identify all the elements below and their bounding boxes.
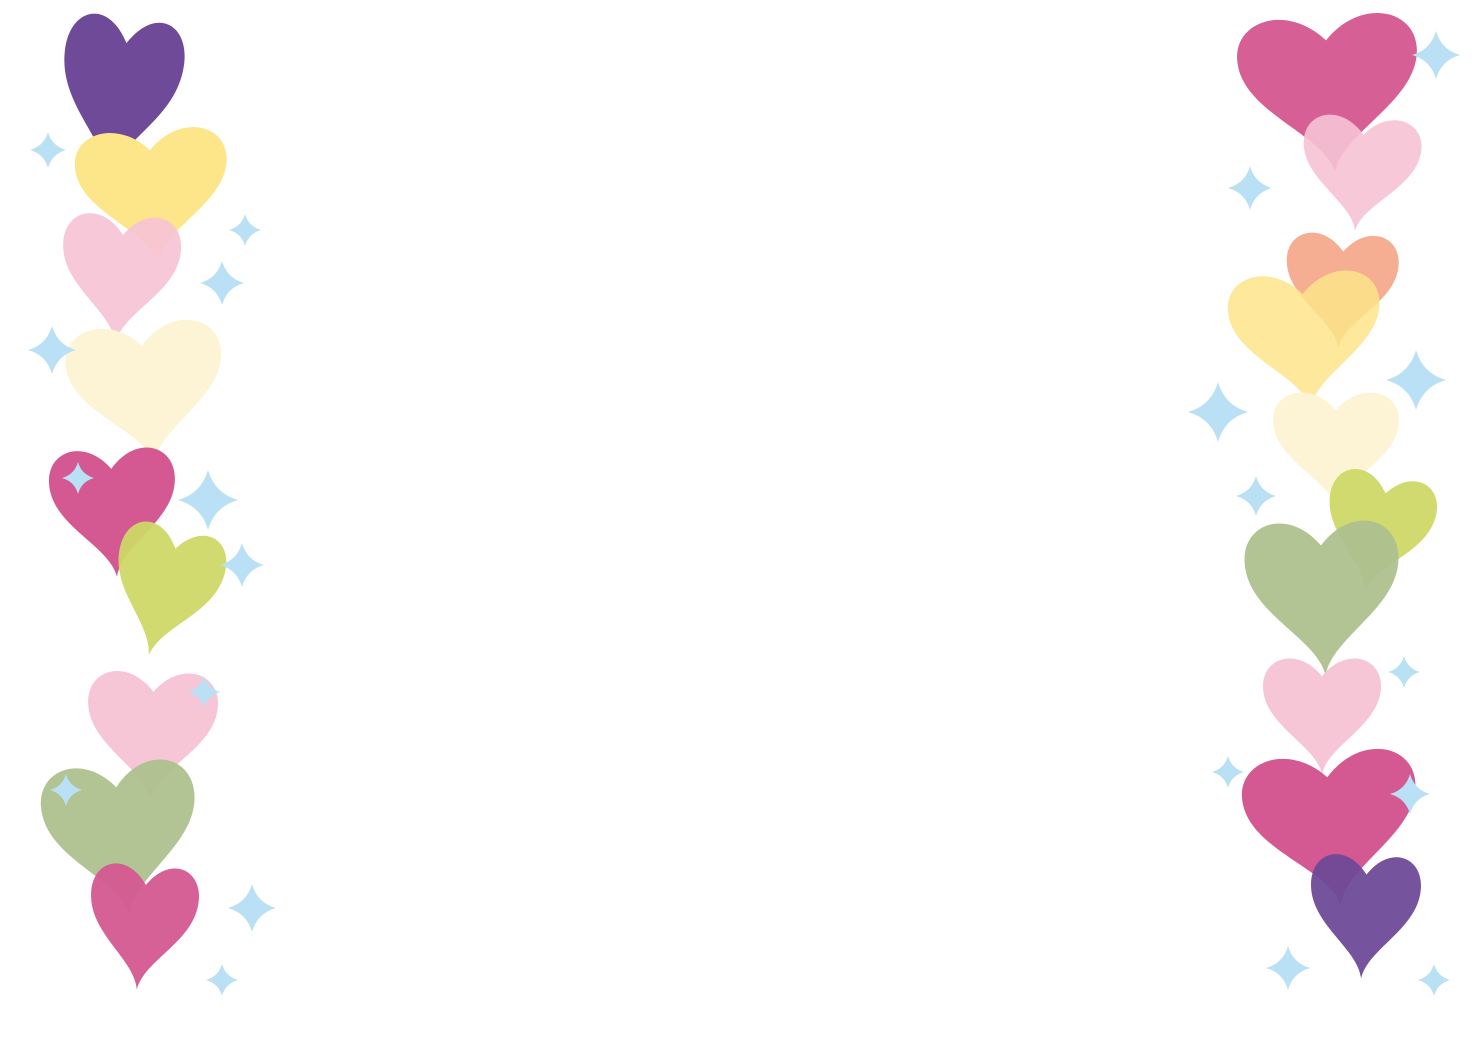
heart-cream-icon bbox=[1273, 392, 1399, 509]
sparkle-icon bbox=[1390, 774, 1430, 814]
sparkle-icon bbox=[220, 543, 264, 587]
sparkle-icon bbox=[62, 462, 94, 494]
sparkle-icon bbox=[1188, 382, 1248, 442]
heart-magenta-icon bbox=[1242, 748, 1416, 905]
heart-yellow-icon bbox=[74, 127, 227, 263]
sparkle-icon bbox=[1228, 166, 1272, 210]
sparkle-icon bbox=[228, 884, 276, 932]
sparkle-icon bbox=[1388, 656, 1420, 688]
sparkle-icon bbox=[28, 326, 76, 374]
sparkle-icon bbox=[206, 964, 238, 996]
heart-yellow-icon bbox=[1227, 270, 1380, 408]
heart-purple-icon bbox=[1311, 854, 1421, 979]
sparkle-icon bbox=[1266, 946, 1310, 990]
sparkle-icon bbox=[1212, 756, 1244, 788]
heart-light-pink-icon bbox=[1303, 114, 1422, 231]
heart-light-pink-icon bbox=[63, 213, 182, 343]
sparkle-icon bbox=[1418, 964, 1450, 996]
sparkle-icon bbox=[178, 470, 238, 530]
sparkle-icon bbox=[30, 132, 66, 168]
heart-lime-icon bbox=[118, 521, 227, 656]
sparkle-icon bbox=[1386, 350, 1446, 410]
sparkle-icon bbox=[1412, 31, 1460, 79]
heart-cream-icon bbox=[65, 319, 221, 464]
heart-magenta-icon bbox=[91, 863, 199, 990]
sparkle-icon bbox=[200, 261, 244, 305]
heart-sage-icon bbox=[41, 759, 195, 915]
heart-light-pink-icon bbox=[1263, 658, 1381, 775]
heart-light-pink-icon bbox=[88, 671, 219, 800]
heart-sage-icon bbox=[1244, 520, 1399, 676]
sparkle-icon bbox=[188, 676, 220, 708]
sparkle-icon bbox=[1236, 476, 1276, 516]
heart-magenta-icon bbox=[1237, 12, 1417, 173]
sparkle-icon bbox=[50, 774, 82, 806]
sparkle-icon bbox=[229, 214, 261, 246]
